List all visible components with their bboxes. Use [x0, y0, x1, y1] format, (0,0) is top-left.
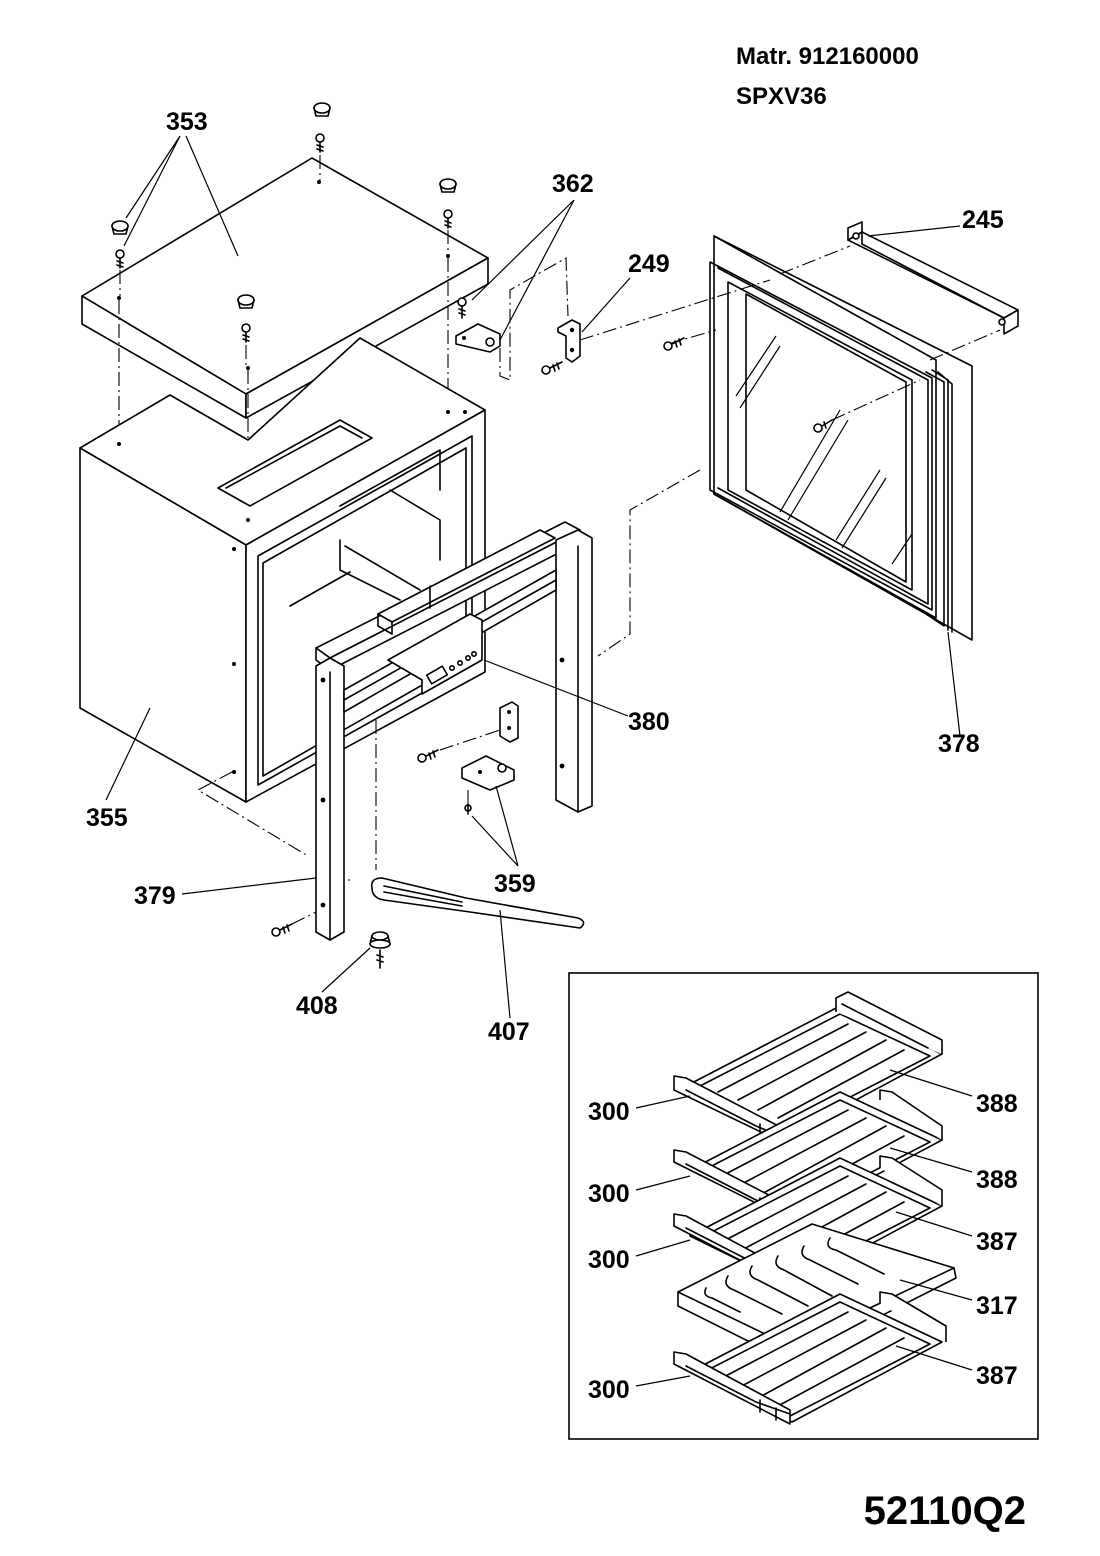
screw	[241, 323, 251, 343]
adjustable-foot-part	[369, 931, 391, 969]
screw	[813, 419, 833, 433]
cover-plugs-and-screws	[111, 102, 457, 343]
callout-362: 362	[552, 170, 594, 198]
leader-lines	[105, 135, 961, 1019]
door-handle-part	[847, 221, 1019, 335]
glass-door-part	[709, 235, 973, 641]
plug	[111, 220, 129, 235]
callout-245: 245	[962, 206, 1004, 234]
callout-388-shelf-1: 388	[976, 1090, 1018, 1118]
cabinet-part	[79, 337, 486, 803]
screw	[315, 133, 325, 153]
cover-screw-holes	[117, 180, 450, 370]
callout-387-shelf-4: 387	[976, 1362, 1018, 1390]
callout-300-shelf-3: 300	[588, 1246, 630, 1274]
front-frame-part	[315, 521, 593, 941]
wire-shelf-part	[673, 1291, 947, 1425]
plug	[313, 102, 331, 117]
callout-300-shelf-1: 300	[588, 1098, 630, 1126]
screw	[271, 923, 293, 937]
material-number: Matr. 912160000	[736, 43, 919, 70]
top-cover-part	[81, 157, 489, 419]
callout-408: 408	[296, 992, 338, 1020]
lower-hinge-part	[417, 701, 519, 815]
callout-249: 249	[628, 250, 670, 278]
screw	[115, 249, 125, 269]
plug	[439, 178, 457, 193]
screw	[663, 337, 685, 351]
callout-353: 353	[166, 108, 208, 136]
shelves-inset-panel: 300 300 300 300 388 388 387 317 387	[568, 972, 1039, 1440]
screw	[417, 749, 439, 763]
callout-388-shelf-2: 388	[976, 1166, 1018, 1194]
callout-407: 407	[488, 1018, 530, 1046]
scraper-tool-part	[370, 877, 585, 929]
screw	[443, 209, 453, 229]
callout-379: 379	[134, 882, 176, 910]
callout-387-shelf-3: 387	[976, 1228, 1018, 1256]
plug	[237, 294, 255, 309]
drawing-code: 52110Q2	[864, 1489, 1026, 1533]
screw	[464, 803, 472, 815]
callout-300-shelf-4: 300	[588, 1376, 630, 1404]
door-hinge-bracket-part	[541, 319, 581, 375]
model-name: SPXV36	[736, 83, 827, 110]
screw	[541, 361, 563, 375]
upper-hinge-part	[455, 257, 569, 381]
control-panel-part	[387, 613, 483, 695]
callout-380: 380	[628, 708, 670, 736]
wire-shelf-part	[673, 991, 943, 1147]
callout-378: 378	[938, 730, 980, 758]
callout-300-shelf-2: 300	[588, 1180, 630, 1208]
screw	[457, 297, 467, 319]
callout-317-glass: 317	[976, 1292, 1018, 1320]
door-glass-reflections	[735, 335, 913, 565]
callout-355: 355	[86, 804, 128, 832]
callout-359: 359	[494, 870, 536, 898]
